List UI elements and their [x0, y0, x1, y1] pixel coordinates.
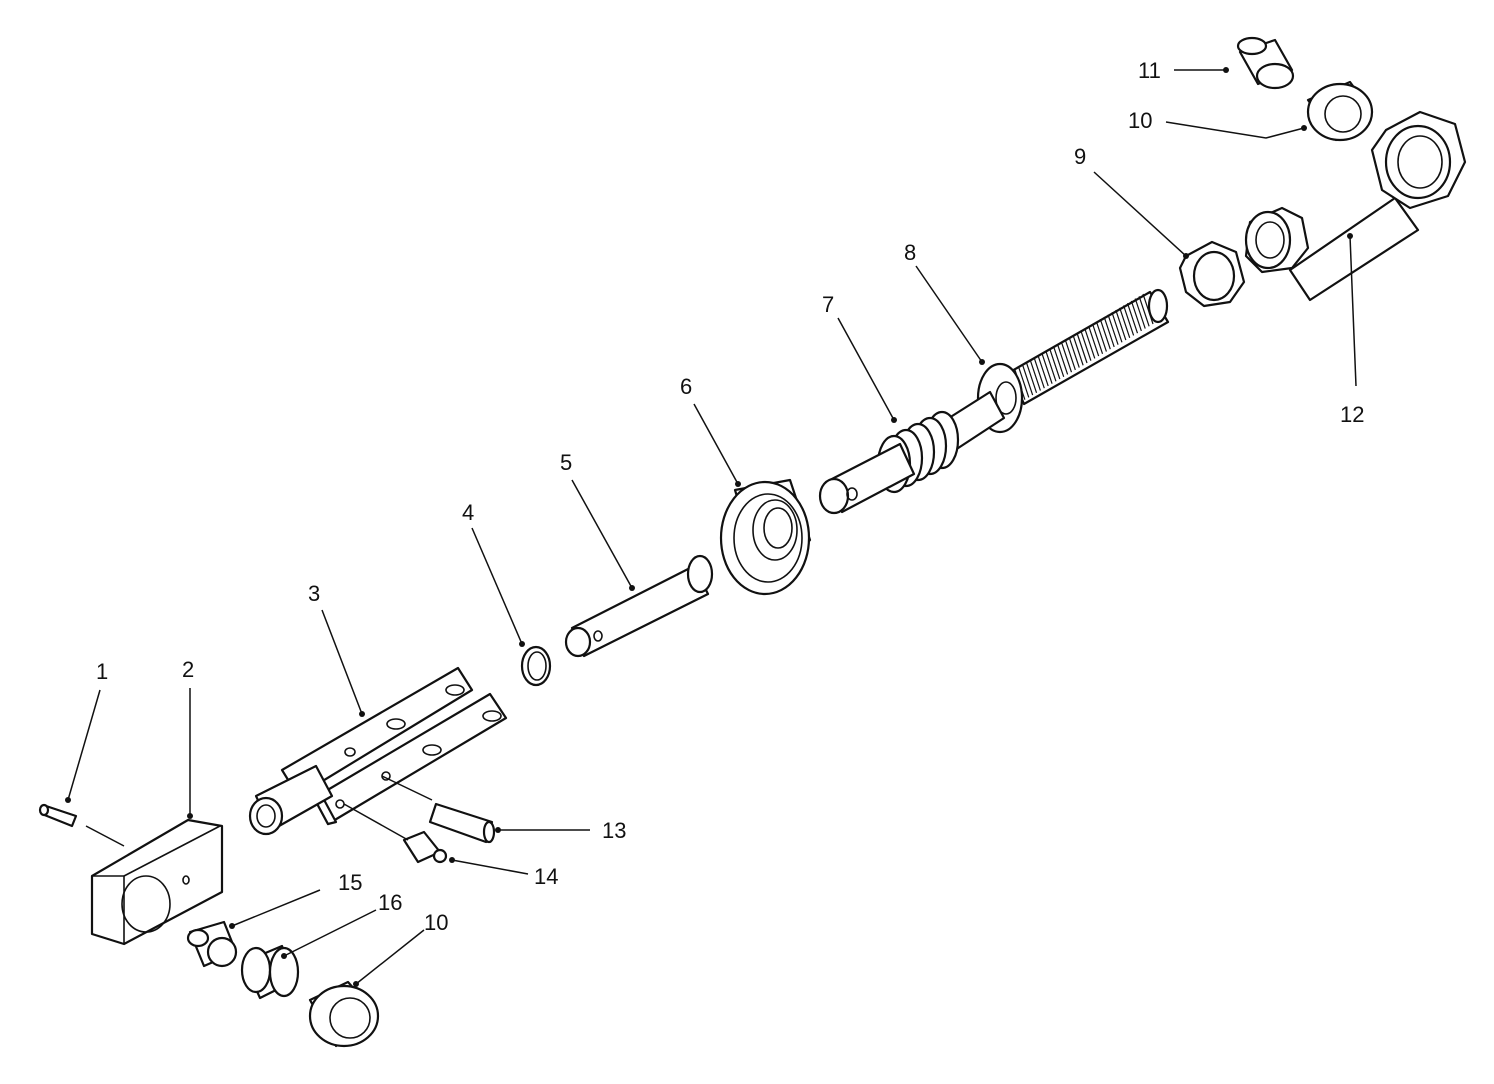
thread-line	[1037, 355, 1049, 387]
thread-line	[1068, 337, 1080, 368]
thread-line	[1022, 364, 1034, 396]
thread-line	[1025, 362, 1038, 394]
thread-line	[1115, 309, 1127, 341]
callout-4: 4	[462, 500, 474, 525]
thread-line	[1088, 325, 1100, 357]
thread-line	[1084, 328, 1096, 359]
part-16-flanged-bushing	[240, 944, 300, 1000]
part-8-threaded-shaft	[928, 288, 1170, 458]
callout-3: 3	[308, 581, 320, 606]
part-13-pin	[428, 802, 496, 844]
callout-2: 2	[182, 657, 194, 682]
callout-6: 6	[680, 374, 692, 399]
thread-line	[1060, 341, 1073, 373]
thread-line	[1053, 346, 1065, 377]
callout-12: 12	[1340, 402, 1364, 427]
leader-lines	[65, 67, 1357, 987]
callout-11: 11	[1138, 58, 1161, 83]
part-3-clevis	[248, 666, 508, 836]
part-10-lower-bushing	[308, 980, 380, 1048]
callout-5: 5	[560, 450, 572, 475]
thread-line	[1076, 332, 1088, 364]
thread-line	[1099, 319, 1111, 350]
thread-line	[1134, 298, 1146, 329]
thread-line	[1126, 302, 1139, 334]
thread-line	[1142, 293, 1154, 325]
part-11-bushing	[1236, 36, 1295, 90]
thread-line	[1080, 330, 1092, 361]
thread-line	[1111, 312, 1123, 343]
thread-line	[1072, 335, 1084, 366]
part-14-grease-fitting	[402, 830, 448, 864]
thread-line	[1064, 339, 1076, 371]
callout-10-lower: 10	[424, 910, 448, 935]
part-4-ring	[520, 645, 552, 687]
callout-13: 13	[602, 818, 626, 843]
part-12-rod-end	[1244, 110, 1467, 302]
callout-8: 8	[904, 240, 916, 265]
part-9-hex-nut	[1178, 240, 1246, 308]
callout-labels: 1 2 3 4 5 6 7 8 9 10 10 11 12 13 14 15 1…	[96, 58, 1364, 935]
callout-16: 16	[378, 890, 402, 915]
part-8-shaft-end	[818, 442, 916, 515]
part-1-pin	[38, 803, 78, 828]
thread-line	[1041, 353, 1053, 384]
thread-line	[1033, 358, 1045, 389]
callout-7: 7	[822, 292, 834, 317]
thread-line	[1091, 323, 1104, 355]
callout-10-upper: 10	[1128, 108, 1152, 133]
thread-line	[1095, 321, 1107, 352]
thread-line	[1029, 360, 1041, 391]
callout-15: 15	[338, 870, 362, 895]
thread-line	[1138, 296, 1150, 327]
part-5-clevis-pin	[564, 554, 714, 658]
part-6-cup-washer	[719, 478, 812, 596]
callout-9: 9	[1074, 144, 1086, 169]
part-2-block	[90, 818, 224, 946]
thread-line	[1049, 348, 1061, 380]
thread-line	[1103, 316, 1115, 348]
part-10-upper-bushing	[1306, 80, 1374, 142]
thread-line	[1045, 351, 1057, 382]
part-15-bushing	[186, 920, 238, 968]
thread-line	[1130, 300, 1142, 332]
thread-line	[1107, 314, 1119, 345]
callout-14: 14	[534, 864, 558, 889]
thread-line	[1018, 367, 1030, 398]
thread-line	[1119, 307, 1131, 338]
thread-line	[1123, 305, 1135, 336]
callout-1: 1	[96, 659, 108, 684]
thread-line	[1057, 344, 1069, 375]
